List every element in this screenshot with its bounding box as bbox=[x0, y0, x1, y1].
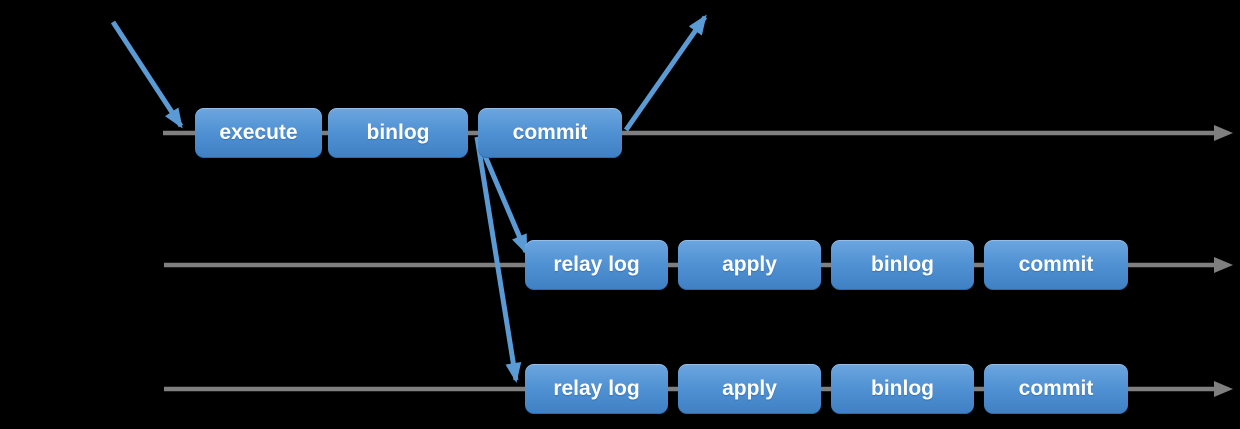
timeline-arrowhead-icon bbox=[1214, 125, 1233, 141]
stage-box-apply: apply bbox=[678, 364, 821, 414]
stage-box-execute: execute bbox=[195, 108, 322, 158]
stage-box-binlog: binlog bbox=[328, 108, 468, 158]
stage-box-relay-log: relay log bbox=[525, 364, 668, 414]
stage-box-commit: commit bbox=[478, 108, 622, 158]
stage-box-commit: commit bbox=[984, 364, 1128, 414]
timeline-arrowhead-icon bbox=[1214, 381, 1233, 397]
stage-box-binlog: binlog bbox=[831, 364, 974, 414]
stage-box-relay-log: relay log bbox=[525, 240, 668, 290]
stage-box-commit: commit bbox=[984, 240, 1128, 290]
binlog-to-replica2-relaylog-arrow bbox=[474, 136, 522, 383]
timeline-arrowhead-icon bbox=[1214, 257, 1233, 273]
stage-box-apply: apply bbox=[678, 240, 821, 290]
stage-box-binlog: binlog bbox=[831, 240, 974, 290]
timeline-row-1 bbox=[163, 125, 1233, 141]
outgoing-after-commit-arrow bbox=[623, 14, 708, 132]
incoming-transaction-arrow bbox=[110, 20, 184, 129]
